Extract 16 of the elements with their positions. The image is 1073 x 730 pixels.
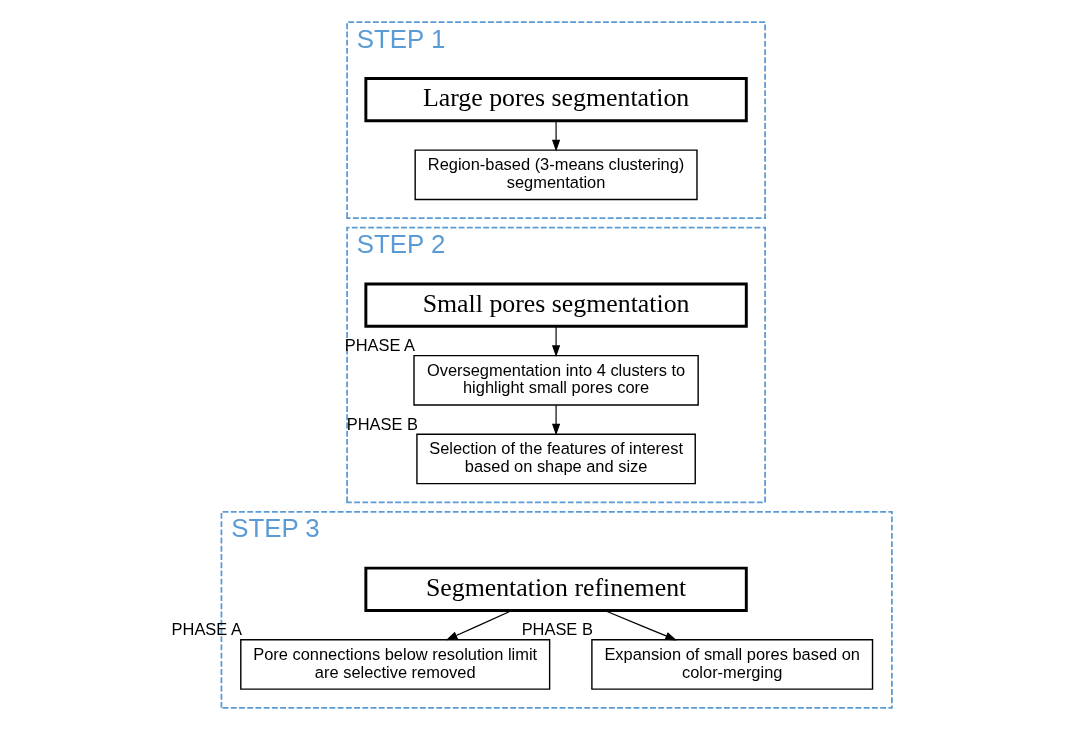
node-box: Segmentation refinement: [363, 566, 748, 612]
node-box: Region-based (3-means clustering) segmentation: [413, 149, 698, 201]
node-box: Oversegmentation into 4 clusters to highlight small pores core: [412, 354, 699, 406]
node-box: Large pores segmentation: [363, 77, 748, 123]
node-label: PHASE B: [346, 414, 418, 433]
node-box: Expansion of small pores based on color-merging: [590, 639, 873, 690]
node-box: Selection of the features of interest based on shape and size: [415, 433, 696, 485]
node-box: Pore connections below resolution limit are selective removed: [239, 639, 550, 690]
arrow: [551, 120, 560, 152]
node-label: PHASE A: [344, 336, 415, 355]
arrow: [551, 326, 560, 358]
arrow: [445, 609, 512, 641]
arrow: [551, 404, 560, 436]
node-label: PHASE A: [171, 620, 242, 639]
node-label: PHASE B: [521, 620, 593, 639]
node-box: Small pores segmentation: [363, 282, 748, 328]
